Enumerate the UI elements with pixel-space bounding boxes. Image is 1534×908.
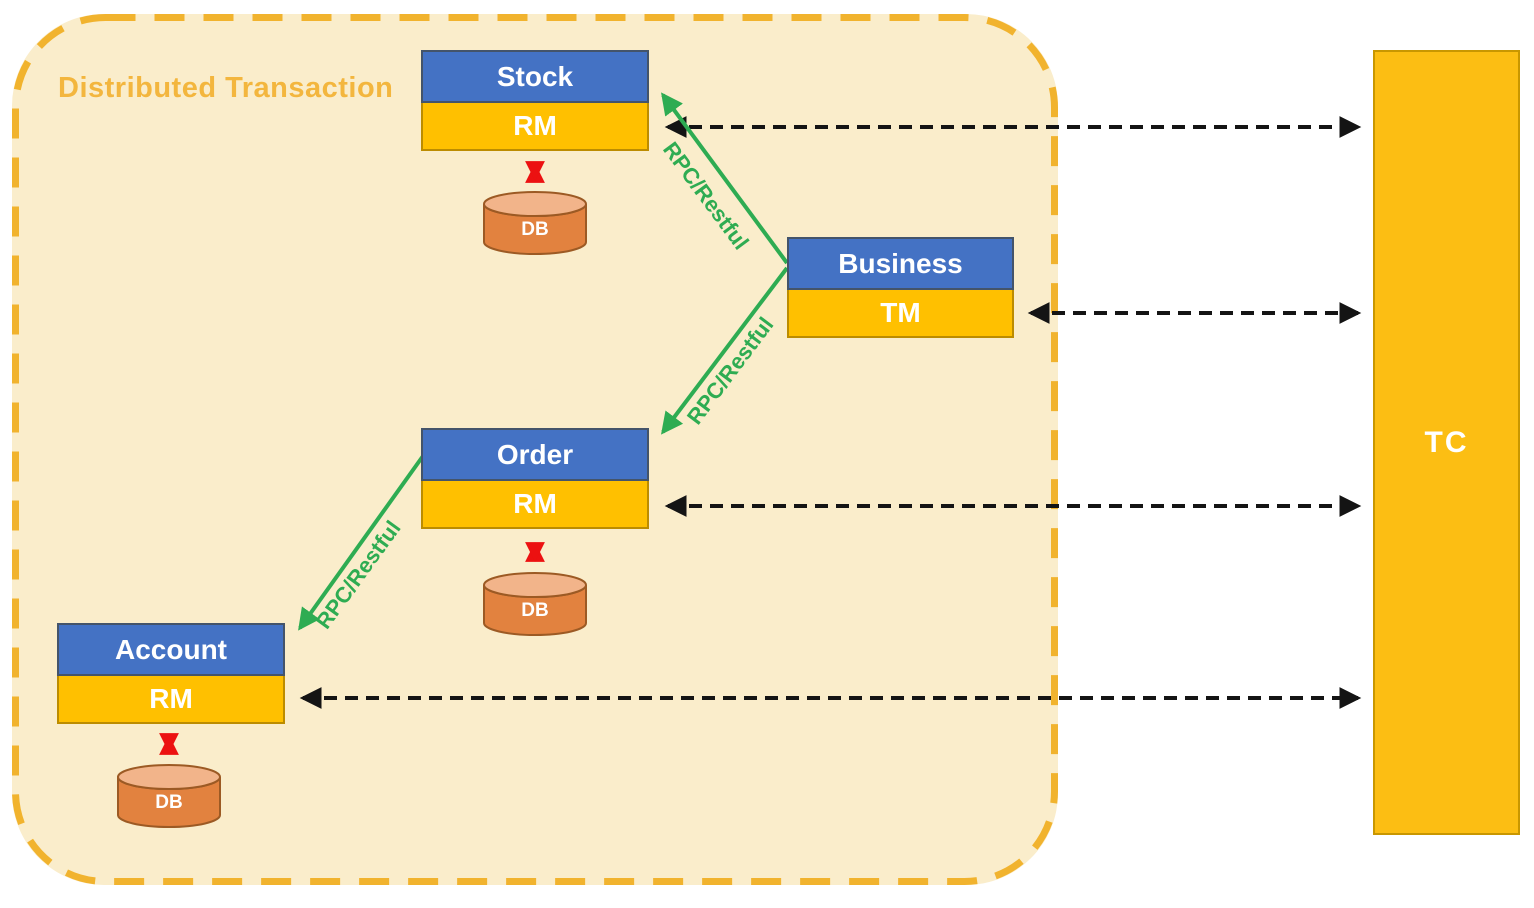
account-rm-box: RM xyxy=(57,676,285,724)
account-db-cylinder: DB xyxy=(117,764,221,828)
business-header: Business xyxy=(787,237,1014,290)
order-db-label: DB xyxy=(521,600,548,621)
node-business: Business TM xyxy=(787,237,1014,338)
business-tm-box: TM xyxy=(787,290,1014,338)
account-db-label: DB xyxy=(155,792,182,813)
diagram-title: Distributed Transaction xyxy=(58,72,394,104)
stock-rm-box: RM xyxy=(421,103,649,151)
node-tc: TC xyxy=(1373,50,1520,835)
node-order: Order RM xyxy=(421,428,649,529)
stock-db-label: DB xyxy=(521,219,548,240)
order-header: Order xyxy=(421,428,649,481)
order-rm-box: RM xyxy=(421,481,649,529)
stock-db-cylinder: DB xyxy=(483,191,587,255)
stock-header: Stock xyxy=(421,50,649,103)
node-account: Account RM xyxy=(57,623,285,724)
tc-label: TC xyxy=(1424,425,1469,459)
node-stock: Stock RM xyxy=(421,50,649,151)
order-db-cylinder: DB xyxy=(483,572,587,636)
account-header: Account xyxy=(57,623,285,676)
